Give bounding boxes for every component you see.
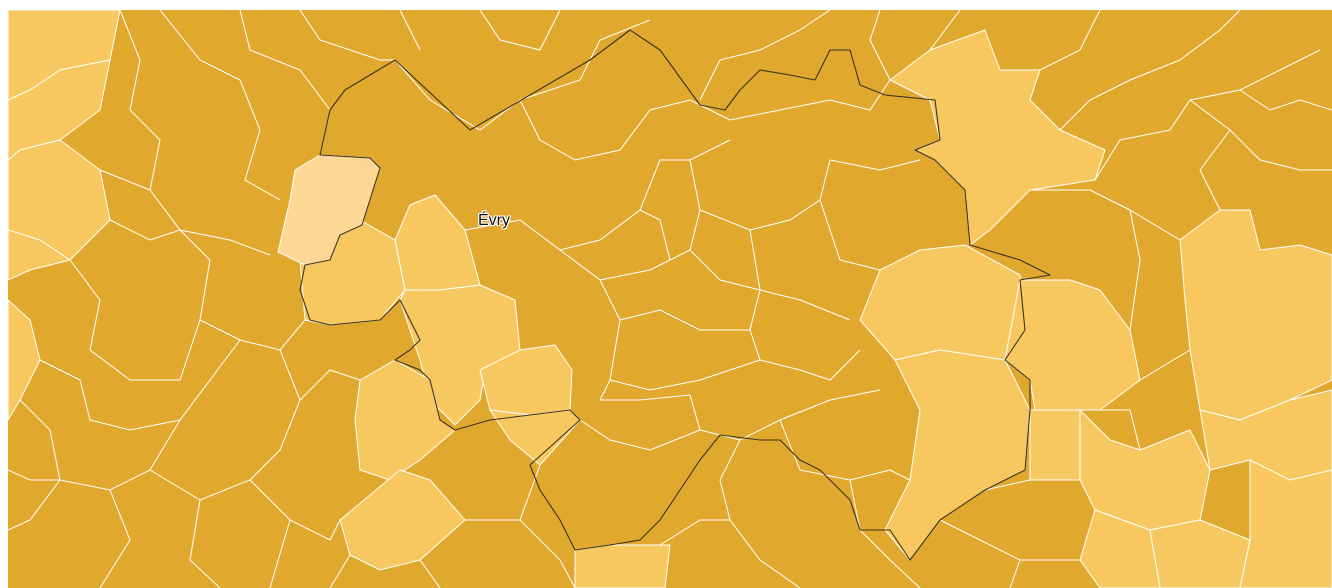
map-canvas[interactable]: Évry <box>8 10 1332 588</box>
choropleth-map[interactable] <box>8 10 1332 588</box>
agglomeration-boundary <box>299 29 1051 561</box>
light-communes <box>8 10 1332 588</box>
city-label-evry[interactable]: Évry <box>478 212 510 229</box>
